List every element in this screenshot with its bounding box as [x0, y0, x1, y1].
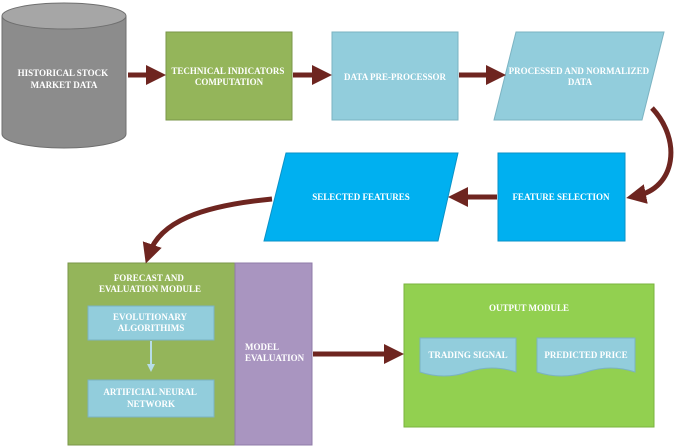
technical-indicators-label: TECHNICAL INDICATORS COMPUTATION [171, 66, 286, 87]
data-preprocessor-node: DATA PRE-PROCESSOR [331, 31, 459, 121]
model-evaluation-label: MODEL EVALUATION [245, 342, 305, 363]
processed-data-node: PROCESSED AND NORMALIZED DATA [493, 31, 665, 121]
output-module-label: OUTPUT MODULE [489, 303, 569, 313]
processed-data-label: PROCESSED AND NORMALIZED DATA [509, 66, 652, 87]
selected-to-forecast-arrow [142, 196, 273, 264]
predicted-price-label: PREDICTED PRICE [544, 350, 627, 360]
feature-selection-label: FEATURE SELECTION [512, 192, 610, 202]
technical-indicators-node: TECHNICAL INDICATORS COMPUTATION [165, 31, 293, 121]
historical-data-node: HISTORICAL STOCK MARKET DATA [1, 2, 127, 149]
historical-data-label: HISTORICAL STOCK MARKET DATA [18, 68, 111, 90]
evolutionary-algorithms-label: EVOLUTIONARY ALGORITHIMS [113, 312, 189, 333]
processed-to-feature-selection-arrow [626, 106, 674, 204]
trading-signal-label: TRADING SIGNAL [428, 350, 507, 360]
selected-features-label: SELECTED FEATURES [312, 192, 410, 202]
ann-node: ARTIFICIAL NEURAL NETWORK [87, 379, 215, 418]
ann-label: ARTIFICIAL NEURAL NETWORK [103, 387, 198, 409]
data-preprocessor-label: DATA PRE-PROCESSOR [344, 72, 446, 82]
feature-selection-node: FEATURE SELECTION [497, 152, 626, 242]
selected-features-node: SELECTED FEATURES [263, 152, 459, 242]
forecast-module-label: FORECAST AND EVALUATION MODULE [99, 273, 201, 294]
model-evaluation-node: MODEL EVALUATION [234, 262, 313, 446]
trading-signal-node: TRADING SIGNAL [419, 337, 517, 377]
evolutionary-algorithms-node: EVOLUTIONARY ALGORITHIMS [87, 305, 215, 341]
predicted-price-node: PREDICTED PRICE [536, 337, 636, 377]
